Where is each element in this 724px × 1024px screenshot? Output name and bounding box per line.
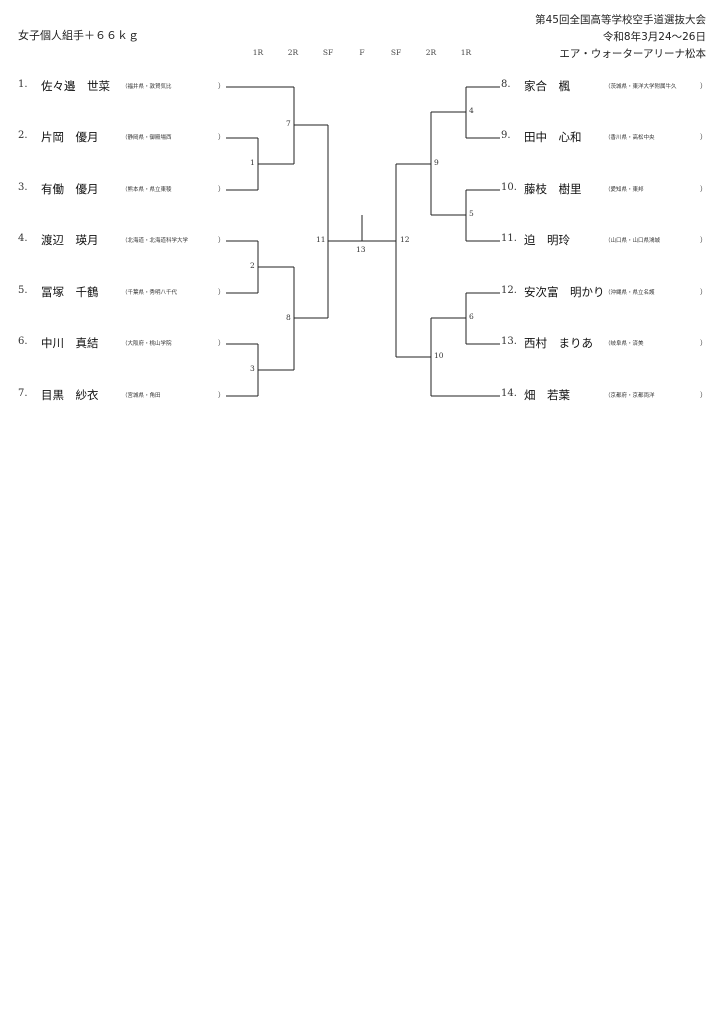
seed-number: 4. bbox=[18, 233, 28, 244]
tournament-venue: エア・ウォーターアリーナ松本 bbox=[559, 48, 706, 60]
affiliation-close: ） bbox=[218, 81, 225, 90]
seed-number: 7. bbox=[18, 388, 28, 399]
player-name: 渡辺 瑛月 bbox=[41, 233, 99, 247]
seed-number: 6. bbox=[18, 336, 28, 347]
match-label: 1 bbox=[250, 158, 255, 167]
seed-number: 13. bbox=[501, 336, 517, 347]
round-label-1r-right: 1R bbox=[460, 48, 472, 57]
round-label-sf-right: SF bbox=[390, 48, 402, 57]
player-affiliation: （静岡県・御殿場西 bbox=[122, 134, 172, 141]
player-name: 有働 優月 bbox=[41, 182, 99, 196]
affiliation-close: ） bbox=[700, 390, 707, 399]
affiliation-close: ） bbox=[218, 235, 225, 244]
player-name: 安次富 明かり bbox=[524, 285, 605, 299]
seed-number: 14. bbox=[501, 388, 517, 399]
seed-number: 5. bbox=[18, 285, 28, 296]
round-label-sf-left: SF bbox=[322, 48, 334, 57]
match-label: 2 bbox=[250, 261, 255, 270]
affiliation-close: ） bbox=[700, 287, 707, 296]
affiliation-close: ） bbox=[700, 338, 707, 347]
player-affiliation: （香川県・高松中央 bbox=[605, 134, 655, 141]
affiliation-close: ） bbox=[700, 184, 707, 193]
tournament-name: 第45回全国高等学校空手道選抜大会 bbox=[535, 14, 706, 26]
seed-number: 8. bbox=[501, 79, 511, 90]
player-name: 西村 まりあ bbox=[524, 336, 593, 350]
match-label-final: 13 bbox=[356, 245, 366, 254]
seed-number: 9. bbox=[501, 130, 511, 141]
player-affiliation: （熊本県・県立東稜 bbox=[122, 186, 172, 193]
player-name: 目黒 紗衣 bbox=[41, 388, 99, 402]
player-name: 中川 真結 bbox=[41, 336, 99, 350]
seed-number: 2. bbox=[18, 130, 28, 141]
affiliation-close: ） bbox=[218, 390, 225, 399]
player-affiliation: （岐阜県・済美 bbox=[605, 340, 644, 347]
match-label: 11 bbox=[316, 235, 326, 244]
player-affiliation: （山口県・山口県鴻城 bbox=[605, 237, 661, 244]
match-label: 8 bbox=[286, 313, 291, 322]
match-label: 6 bbox=[469, 312, 474, 321]
affiliation-close: ） bbox=[700, 235, 707, 244]
match-label: 4 bbox=[469, 106, 474, 115]
seed-number: 10. bbox=[501, 182, 517, 193]
player-name: 藤枝 樹里 bbox=[524, 182, 582, 196]
match-label: 5 bbox=[469, 209, 474, 218]
affiliation-close: ） bbox=[700, 81, 707, 90]
match-label: 12 bbox=[400, 235, 410, 244]
player-affiliation: （大阪府・桃山学院 bbox=[122, 340, 172, 347]
player-name: 畑 若葉 bbox=[524, 388, 570, 402]
affiliation-close: ） bbox=[218, 338, 225, 347]
player-name: 迫 明玲 bbox=[524, 233, 570, 247]
affiliation-close: ） bbox=[218, 184, 225, 193]
round-label-2r-right: 2R bbox=[425, 48, 437, 57]
affiliation-close: ） bbox=[218, 287, 225, 296]
player-name: 家合 楓 bbox=[524, 79, 570, 93]
round-label-final: F bbox=[359, 48, 365, 57]
player-affiliation: （北海道・北海道科学大学 bbox=[122, 237, 189, 244]
player-affiliation: （福井県・敦賀気比 bbox=[122, 83, 172, 90]
player-name: 冨塚 千鶴 bbox=[41, 285, 99, 299]
affiliation-close: ） bbox=[218, 132, 225, 141]
player-affiliation: （京都府・京都両洋 bbox=[605, 392, 655, 399]
affiliation-close: ） bbox=[700, 132, 707, 141]
round-label-1r-left: 1R bbox=[252, 48, 264, 57]
player-name: 片岡 優月 bbox=[41, 130, 99, 144]
player-affiliation: （愛知県・東邦 bbox=[605, 186, 644, 193]
seed-number: 11. bbox=[501, 233, 517, 244]
tournament-dates: 令和8年3月24～26日 bbox=[602, 31, 706, 43]
player-affiliation: （沖縄県・県立名護 bbox=[605, 289, 655, 296]
match-label: 7 bbox=[286, 119, 291, 128]
player-affiliation: （宮城県・角田 bbox=[122, 392, 161, 399]
player-name: 佐々邉 世菜 bbox=[41, 79, 110, 93]
division-title: 女子個人組手＋６６ｋｇ bbox=[18, 29, 139, 42]
seed-number: 3. bbox=[18, 182, 28, 193]
match-label: 10 bbox=[434, 351, 444, 360]
player-name: 田中 心和 bbox=[524, 130, 582, 144]
player-affiliation: （茨城県・東洋大学附属牛久 bbox=[605, 83, 677, 90]
player-affiliation: （千葉県・秀明八千代 bbox=[122, 289, 178, 296]
seed-number: 12. bbox=[501, 285, 517, 296]
match-label: 9 bbox=[434, 158, 439, 167]
seed-number: 1. bbox=[18, 79, 28, 90]
round-label-2r-left: 2R bbox=[287, 48, 299, 57]
match-label: 3 bbox=[250, 364, 255, 373]
